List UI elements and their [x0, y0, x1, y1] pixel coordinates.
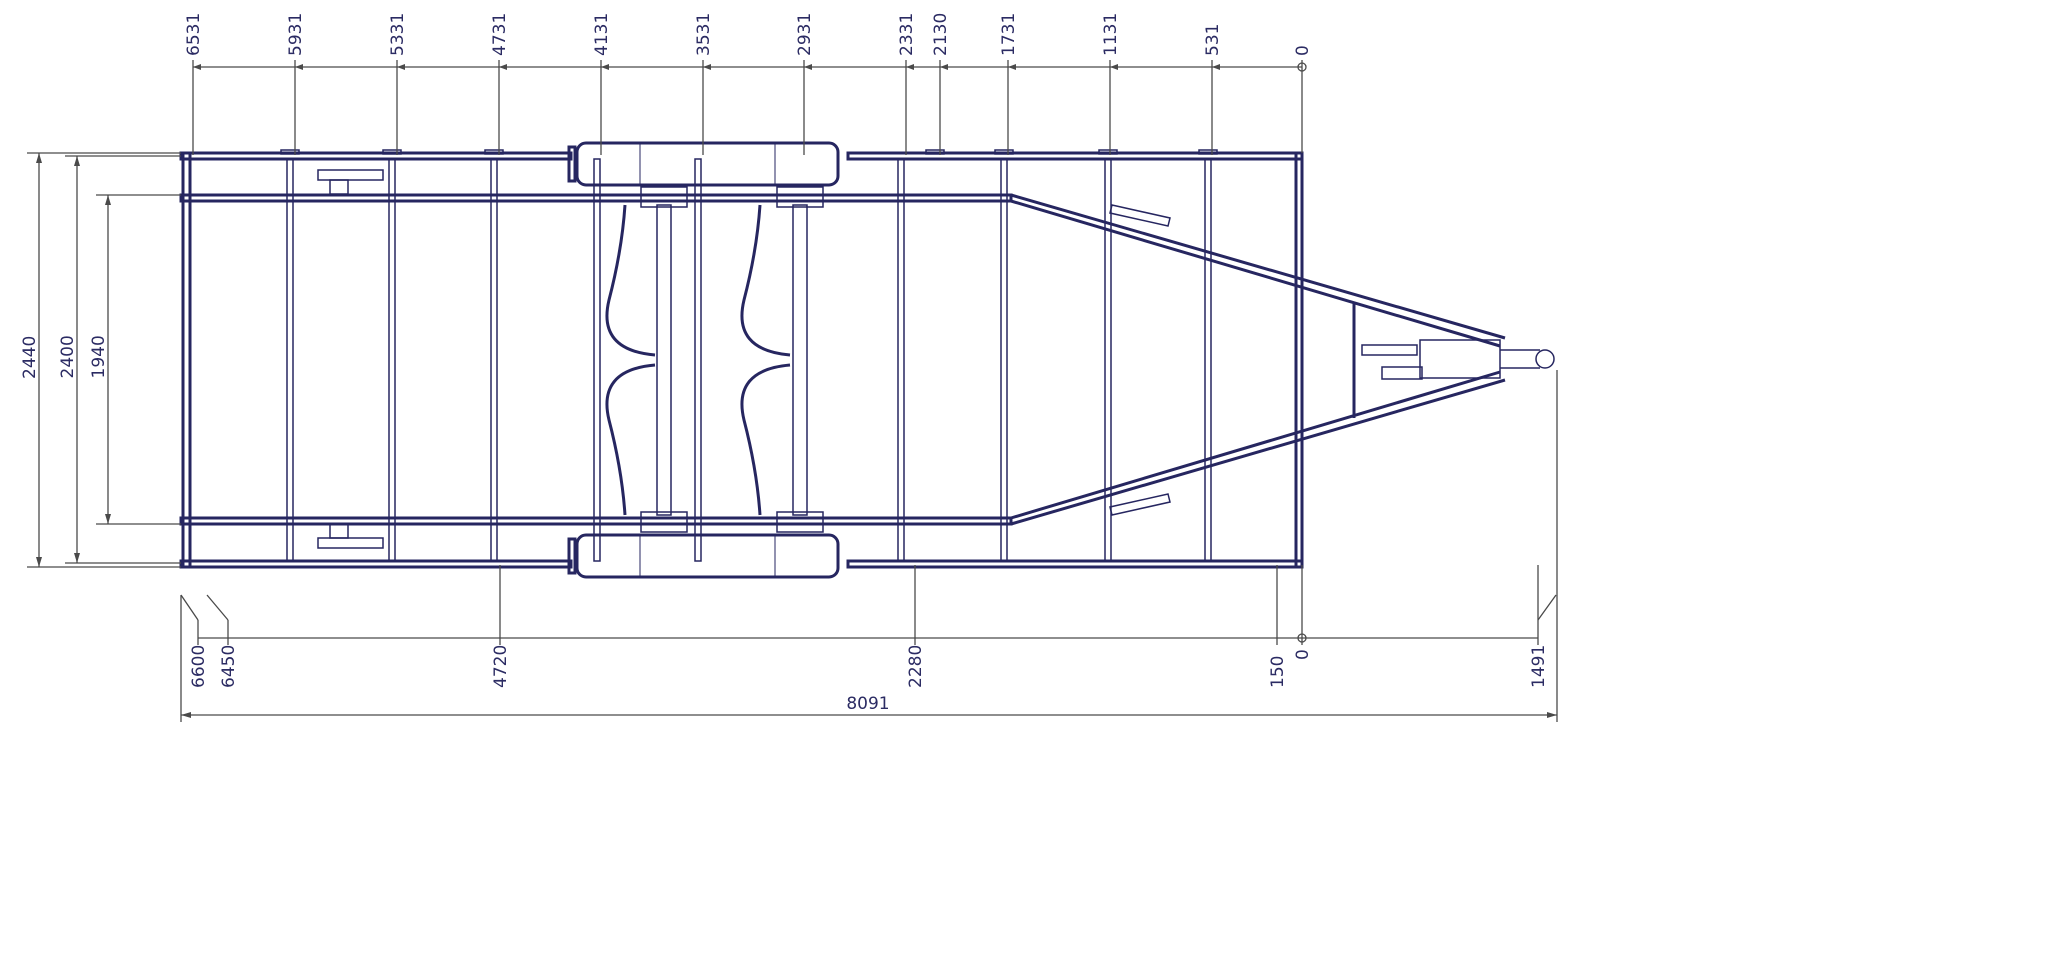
outer-rail-top-right	[846, 151, 1304, 161]
support-leg	[317, 169, 1171, 549]
arrowhead	[703, 64, 711, 70]
bracket	[280, 149, 300, 155]
outer-rail-top-left	[179, 151, 573, 161]
bracket	[1098, 149, 1118, 155]
coupling-head	[1361, 339, 1555, 380]
chassis-frame	[179, 141, 1555, 579]
bracket	[382, 149, 402, 155]
crossmember	[490, 158, 498, 562]
dimension-lines	[27, 60, 1558, 722]
arrowhead	[940, 64, 948, 70]
top-dimension-label: 1131	[1101, 13, 1121, 56]
top-dimension-label: 2130	[931, 13, 951, 56]
inner-rail-top	[179, 193, 1013, 203]
front-beam	[1294, 151, 1304, 569]
axle-front	[656, 204, 672, 516]
arrowhead	[193, 64, 201, 70]
crossmember	[593, 158, 601, 562]
bracket	[1198, 149, 1218, 155]
suspension-spring	[740, 204, 791, 516]
bracket	[925, 149, 945, 155]
arrowhead	[601, 64, 609, 70]
drawbar-top	[1010, 193, 1506, 348]
crossmember	[1104, 158, 1112, 562]
crossmember	[1204, 158, 1212, 562]
top-dimension-label: 6531	[184, 13, 204, 56]
arrowhead	[804, 64, 812, 70]
top-dimension-label: 2331	[897, 13, 917, 56]
top-dimension-label: 2931	[795, 13, 815, 56]
bottom-dimension-label: 6600	[189, 645, 209, 688]
bracket	[994, 149, 1014, 155]
crossmember	[388, 158, 396, 562]
arrowhead	[906, 64, 914, 70]
crossmember	[897, 158, 905, 562]
arrowhead	[1212, 64, 1220, 70]
outer-rail-bottom-left	[179, 559, 573, 569]
crossmember	[286, 158, 294, 562]
fender-top	[575, 141, 840, 187]
bottom-dimension-label: 1491	[1529, 645, 1549, 688]
origin-marker	[1297, 633, 1307, 643]
crossmember	[694, 158, 702, 562]
top-dimension-label: 531	[1203, 24, 1223, 56]
side-dimension-label: 2440	[20, 336, 40, 379]
top-dimension-label: 5931	[286, 13, 306, 56]
bottom-dimension-label: 4720	[491, 645, 511, 688]
top-dimension-label: 0	[1293, 45, 1313, 56]
side-dimension-label: 2400	[58, 335, 78, 378]
suspension-spring	[605, 204, 656, 516]
crossmembers	[280, 149, 1218, 562]
bottom-dimension-label: 150	[1268, 656, 1288, 688]
overall-length-label: 8091	[846, 694, 889, 714]
arrowhead	[1008, 64, 1016, 70]
drawbar-bottom	[1010, 370, 1506, 526]
top-dimension-label: 1731	[999, 13, 1019, 56]
bottom-dimension-label: 6450	[219, 645, 239, 688]
bottom-dimension-label: 0	[1293, 649, 1313, 660]
rear-beam	[181, 151, 192, 569]
outer-rail-bottom-right	[846, 559, 1304, 569]
arrowhead	[499, 64, 507, 70]
top-dimension-label: 5331	[388, 13, 408, 56]
axle-rear	[792, 204, 808, 516]
arrowhead	[295, 64, 303, 70]
arrowhead	[1110, 64, 1118, 70]
bottom-dimension-label: 2280	[906, 645, 926, 688]
top-dimension-label: 3531	[694, 13, 714, 56]
origin-marker	[1297, 62, 1307, 72]
leader-line	[180, 594, 1557, 621]
inner-rail-bottom	[179, 516, 1013, 526]
arrowhead	[397, 64, 405, 70]
bracket	[484, 149, 504, 155]
dimension-labels: 6531 5931 5331 4731 4131 3531 2931 2331 2130 1731…	[20, 13, 1549, 714]
fender-bottom	[575, 533, 840, 579]
side-dimension-label: 1940	[89, 335, 109, 378]
crossmember	[1000, 158, 1008, 562]
top-dimension-label: 4131	[592, 13, 612, 56]
top-dimension-label: 4731	[490, 13, 510, 56]
